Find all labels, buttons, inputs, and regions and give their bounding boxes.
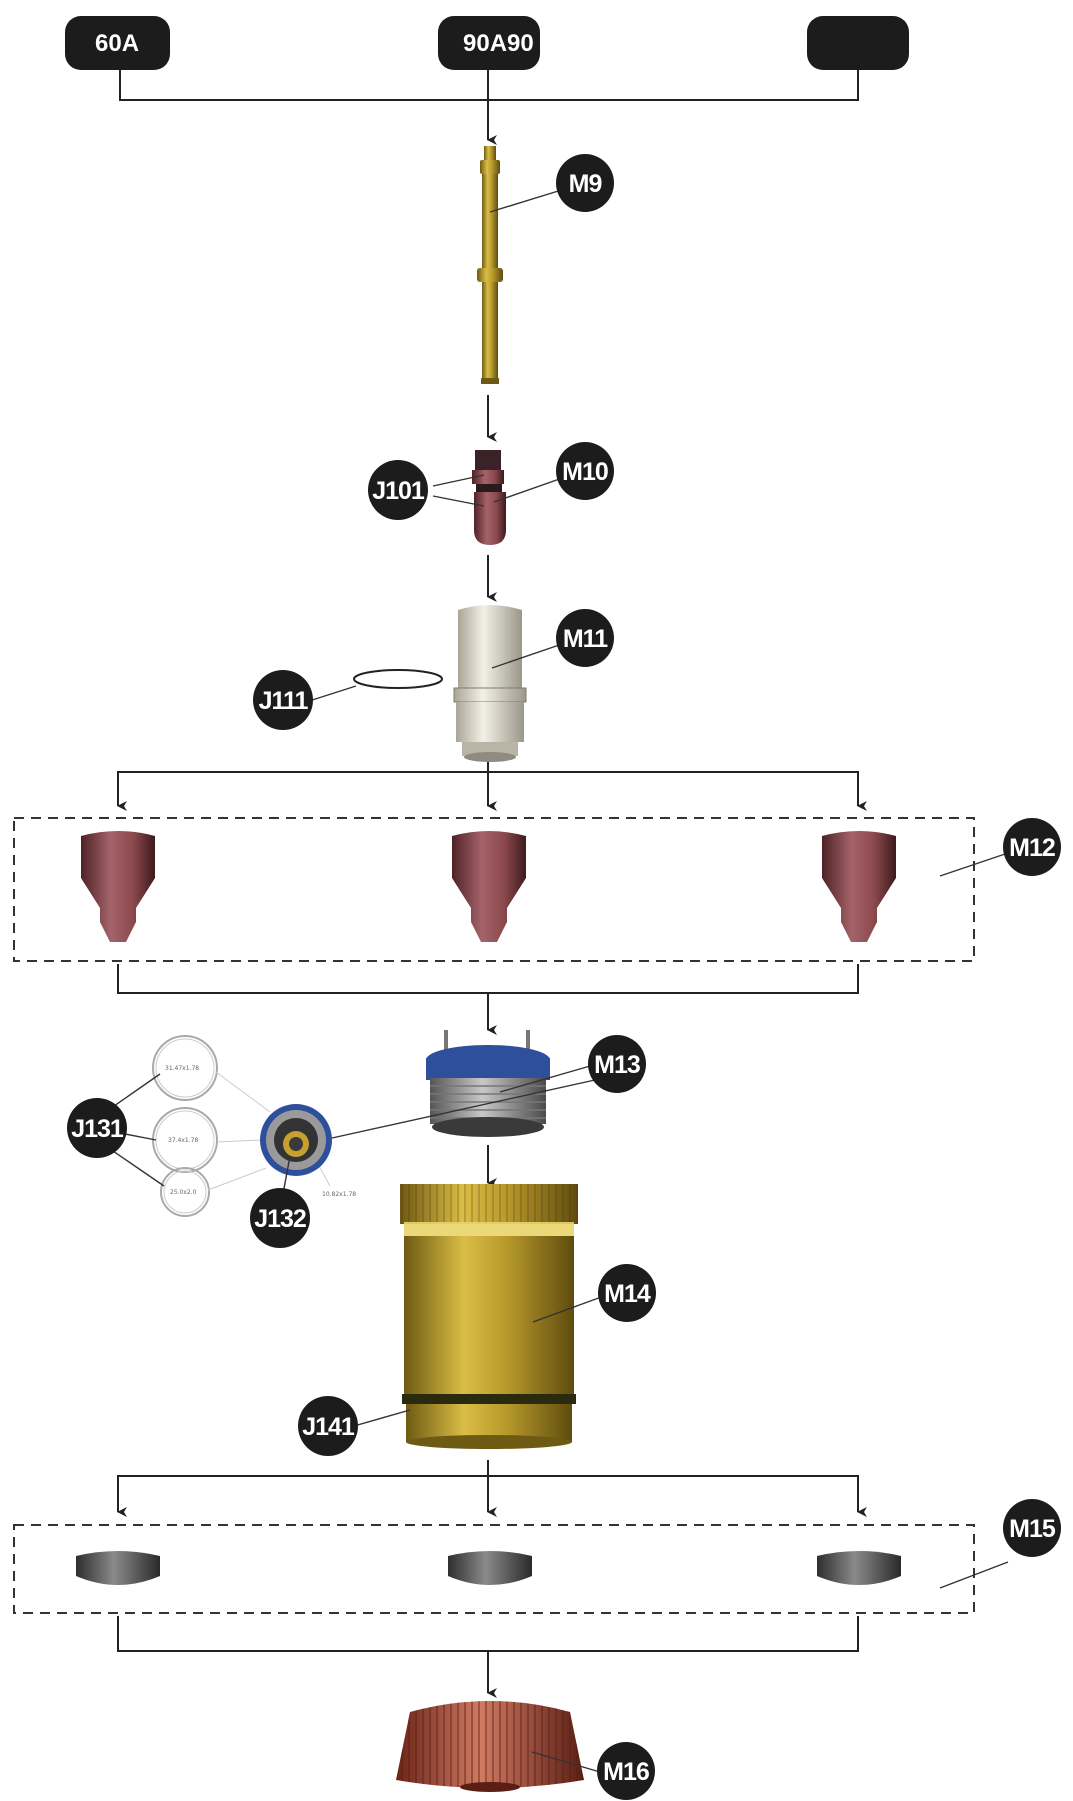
badge-j131: J131	[67, 1098, 127, 1158]
badge-m13: M13	[588, 1035, 646, 1093]
badge-m11-label: M11	[563, 625, 608, 653]
badge-m10: M10	[556, 442, 614, 500]
current-option-90a: 90A90	[438, 16, 540, 70]
connector-lines	[117, 70, 867, 1698]
badge-m14: M14	[598, 1264, 656, 1322]
current-option-60a: 60A	[65, 16, 170, 70]
o-ring-detail: 31.47x1.78 37.4x1.78 25.0x2.0 10.82x1.78	[152, 1035, 356, 1217]
badge-m10-label: M10	[562, 458, 608, 486]
electrode-tube-part	[477, 146, 503, 384]
badge-m13-label: M13	[594, 1051, 640, 1079]
current-option-90a-label: 90A90	[463, 30, 534, 57]
nozzle-group-frame	[13, 817, 975, 962]
badge-m15: M15	[1003, 1499, 1061, 1557]
badge-j111-label: J111	[259, 687, 309, 715]
current-option-blank	[807, 16, 909, 70]
o-ring-spec-3: 25.0x2.0	[170, 1189, 197, 1196]
badge-m15-label: M15	[1009, 1515, 1056, 1543]
leader-lines	[93, 187, 1009, 1773]
badge-j132-label: J132	[254, 1205, 306, 1233]
shield-60a	[76, 1551, 160, 1585]
shield-group-frame	[13, 1524, 975, 1614]
shield-90a	[448, 1551, 532, 1585]
badge-m9: M9	[556, 154, 614, 212]
nozzle-third	[822, 831, 896, 942]
badge-m12-label: M12	[1009, 834, 1055, 862]
badge-j131-label: J131	[71, 1115, 124, 1143]
badge-m12: M12	[1003, 818, 1061, 876]
gas-diffuser-part	[426, 1030, 550, 1137]
o-ring-j111	[353, 669, 443, 689]
shield-third	[817, 1551, 901, 1585]
o-ring-spec-1: 31.47x1.78	[165, 1065, 199, 1072]
badge-j101-label: J101	[372, 477, 425, 505]
electrode-part	[472, 450, 506, 545]
nozzle-90a	[452, 831, 526, 942]
badge-j141: J141	[298, 1396, 358, 1456]
swirl-ring-part	[453, 605, 527, 762]
o-ring-spec-4: 10.82x1.78	[322, 1191, 356, 1198]
badge-j101: J101	[368, 460, 428, 520]
current-option-60a-label: 60A	[95, 30, 139, 57]
badge-m14-label: M14	[604, 1280, 651, 1308]
badge-j132: J132	[250, 1188, 310, 1248]
badge-m16: M16	[597, 1742, 655, 1800]
badge-j111: J111	[253, 670, 313, 730]
badge-m16-label: M16	[603, 1758, 649, 1786]
o-ring-spec-2: 37.4x1.78	[168, 1137, 198, 1144]
badge-m11: M11	[556, 609, 614, 667]
badge-j141-label: J141	[302, 1413, 355, 1441]
retaining-body-part	[400, 1184, 578, 1449]
retaining-cap-part	[396, 1701, 584, 1792]
nozzle-60a	[81, 831, 155, 942]
badge-m9-label: M9	[569, 170, 602, 198]
